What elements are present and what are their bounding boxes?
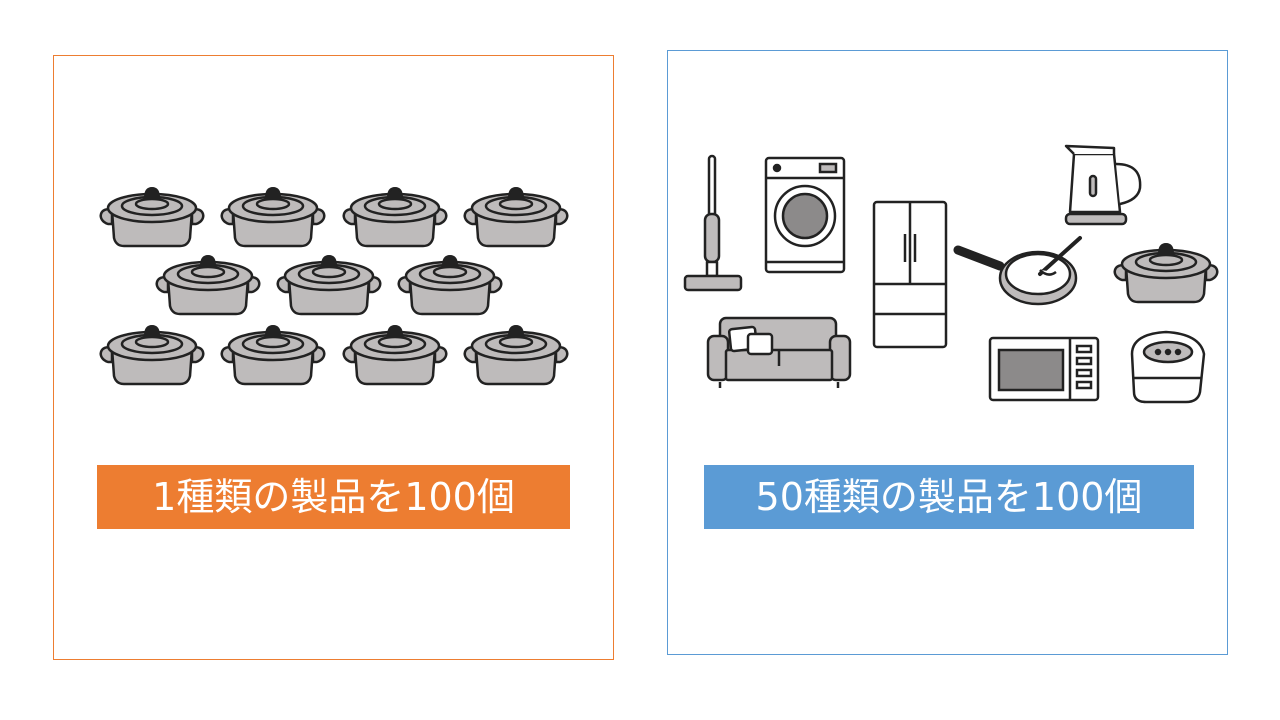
rice-cooker-icon — [1130, 330, 1206, 404]
single-product-caption: 1種類の製品を100個 — [97, 465, 570, 529]
washing-machine-icon — [764, 156, 846, 274]
electric-kettle-icon — [1064, 144, 1142, 226]
refrigerator-icon — [872, 200, 948, 349]
sofa-icon — [706, 316, 852, 388]
cooking-pot-icon — [1113, 242, 1219, 304]
microwave-oven-icon — [988, 336, 1100, 402]
stick-vacuum-icon — [683, 154, 743, 292]
multi-product-caption: 50種類の製品を100個 — [704, 465, 1194, 529]
frying-pan-icon — [953, 236, 1082, 306]
